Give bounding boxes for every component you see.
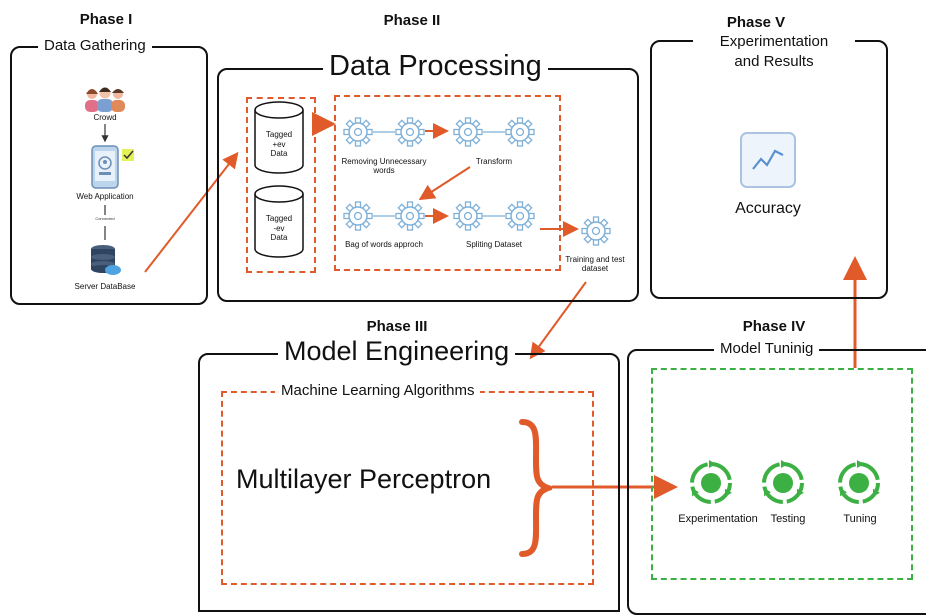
- tagged-pos-cylinder: [254, 101, 304, 174]
- experimentation-cycle-icon: [690, 460, 732, 504]
- tagged-data-group: [246, 97, 316, 273]
- phase-3-title: Model Engineering: [278, 336, 516, 367]
- server-db-label: Server DataBase: [74, 282, 136, 291]
- curly-brace-icon: [519, 419, 552, 557]
- cycle-arrowhead: [857, 460, 864, 468]
- gear-icon: [343, 117, 373, 147]
- step-remove-label: Removing Unnecessary words: [341, 157, 427, 176]
- phase-5-label: Phase V: [726, 14, 786, 31]
- phase-1-label: Phase I: [79, 11, 133, 28]
- testing-cycle-icon: [762, 460, 804, 504]
- cycle-arrowhead: [724, 488, 732, 497]
- tagged-neg-label: Tagged -ev Data: [252, 214, 306, 243]
- cycle-arrowhead: [764, 488, 772, 497]
- gear-icon: [581, 216, 611, 246]
- gear-icon: [453, 201, 483, 231]
- phase-2-title: Data Processing: [323, 50, 548, 83]
- cycle-arrowhead: [872, 488, 880, 497]
- tuning-item-experimentation: Experimentation: [678, 513, 758, 525]
- tagged-pos-line-3: Data: [270, 149, 288, 159]
- arrow-processing-to-engineering: [529, 281, 587, 360]
- cycle-ring: [838, 462, 880, 504]
- cycle-center-dot: [701, 473, 721, 493]
- phase-4-label: Phase IV: [742, 318, 806, 335]
- connector-label: Connected: [95, 216, 115, 221]
- cycle-arrowhead: [781, 460, 788, 468]
- tagged-neg-line-3: Data: [270, 233, 288, 243]
- gear-icon: [395, 117, 425, 147]
- gear-pair-bow: [343, 201, 425, 231]
- phase-5-title-line-1: Experimentation: [719, 33, 829, 50]
- cycle-arrowhead: [692, 488, 700, 497]
- cycle-ring: [690, 462, 732, 504]
- gear-icon: [453, 117, 483, 147]
- step-bow-label: Bag of words approch: [345, 240, 423, 249]
- cycle-ring: [762, 462, 804, 504]
- gear-icon: [505, 201, 535, 231]
- phase-5-title: Experimentation and Results: [693, 32, 855, 73]
- gear-icon: [505, 117, 535, 147]
- tuning-group: [651, 368, 913, 580]
- cycle-center-dot: [773, 473, 793, 493]
- step-train-test-label: Training and test dataset: [565, 255, 625, 274]
- cycle-arrowhead: [796, 488, 804, 497]
- web-app-label: Web Application: [76, 192, 134, 201]
- cycle-arrowhead: [840, 488, 848, 497]
- tagged-neg-line-1: Tagged: [265, 214, 293, 223]
- crowd-icon: [85, 87, 125, 112]
- pipeline-group: [334, 95, 561, 271]
- server-database-icon: [91, 245, 121, 275]
- gear-pair-remove: [343, 117, 425, 147]
- phase-2-label: Phase II: [383, 12, 441, 29]
- arrow-transform-to-bow: [418, 166, 471, 201]
- arrow-db-to-processing: [144, 151, 239, 273]
- phase-1-title: Data Gathering: [38, 37, 152, 54]
- phase-4-title: Model Tuninig: [714, 340, 820, 357]
- tagged-pos-label: Tagged +ev Data: [252, 130, 306, 159]
- model-label: Multilayer Perceptron: [236, 464, 492, 494]
- cycle-arrowhead: [709, 460, 716, 468]
- accuracy-chart-icon: [740, 132, 796, 188]
- tagged-pos-line-2: +ev: [272, 139, 286, 149]
- gear-train-test-icon: [581, 216, 611, 246]
- step-split-label: Spliting Dataset: [465, 240, 523, 249]
- gear-icon: [395, 201, 425, 231]
- web-app-icon: [91, 145, 134, 189]
- gear-icon: [343, 201, 373, 231]
- tuning-cycle-icon: [838, 460, 880, 504]
- phase-3-label: Phase III: [366, 318, 428, 335]
- crowd-label: Crowd: [93, 113, 117, 122]
- phase-5-title-line-2: and Results: [734, 53, 814, 71]
- tagged-neg-cylinder: [254, 185, 304, 258]
- step-transform-label: Transform: [475, 157, 513, 166]
- gear-pair-transform: [453, 117, 535, 147]
- tagged-neg-line-2: -ev: [273, 223, 285, 233]
- gear-pair-split: [453, 201, 535, 231]
- cycle-center-dot: [849, 473, 869, 493]
- tuning-item-testing: Testing: [770, 513, 806, 525]
- tuning-item-tuning: Tuning: [843, 513, 877, 525]
- accuracy-label: Accuracy: [735, 200, 801, 217]
- ml-algorithms-title: Machine Learning Algorithms: [275, 382, 481, 399]
- tagged-pos-line-1: Tagged: [265, 130, 293, 139]
